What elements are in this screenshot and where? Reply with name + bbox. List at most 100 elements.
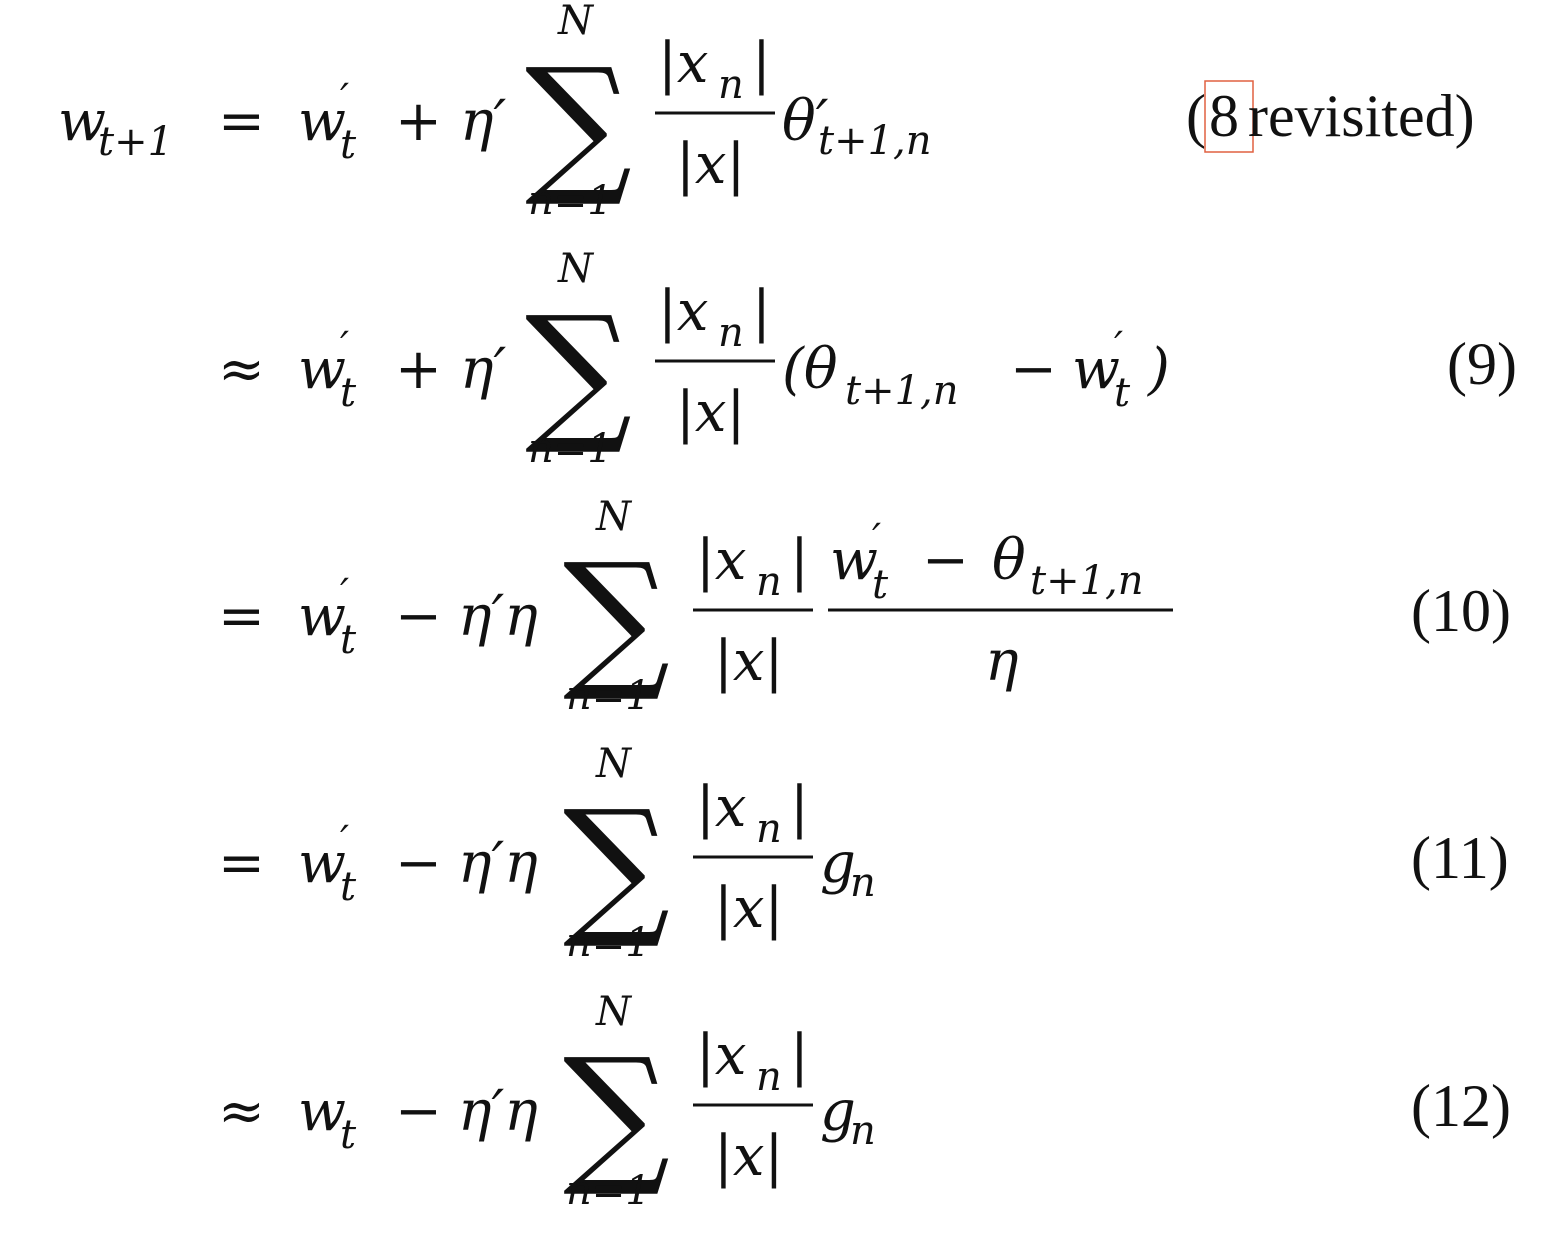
fraction-numerator-close: | <box>790 775 809 840</box>
prime-symbol: ′ <box>340 818 349 864</box>
subscript-t: t <box>340 864 357 910</box>
subscript-t: t <box>340 1112 357 1158</box>
fraction2-subscript-t: t <box>872 562 889 608</box>
coefficient: η′η <box>458 1079 538 1144</box>
summation-sign: ∑ <box>525 37 632 211</box>
coefficient: η′η <box>458 584 538 649</box>
fraction-numerator: |x <box>696 1023 746 1088</box>
minus-symbol: − <box>1010 337 1057 402</box>
sum-upper-limit: N <box>557 0 595 44</box>
sum-lower-limit: n=1 <box>566 673 651 719</box>
w-symbol: w <box>298 584 346 649</box>
sum-lower-limit: n=1 <box>528 426 613 472</box>
summation-sign: ∑ <box>563 1027 670 1201</box>
equation-label: (10) <box>1411 578 1511 644</box>
fraction-numerator-close: | <box>790 1023 809 1088</box>
sum-upper-limit: N <box>595 741 633 787</box>
operator-symbol: − <box>395 831 442 896</box>
equation-label: (12) <box>1411 1073 1511 1139</box>
fraction-numerator-close: | <box>752 279 771 344</box>
w-symbol: w <box>298 831 346 896</box>
lhs-w: w <box>58 89 106 154</box>
fraction-numerator: |x <box>696 775 746 840</box>
subscript-t: t <box>340 122 357 168</box>
equation-11: = w ′ t − η′η N ∑ n=1 |x n | |x| g n (11… <box>218 741 1509 966</box>
coefficient: η′ <box>460 337 507 402</box>
w-symbol: w <box>298 337 346 402</box>
fraction-denominator: |x| <box>714 1124 783 1189</box>
sum-lower-limit: n=1 <box>566 920 651 966</box>
prime-symbol-inner: ′ <box>1114 324 1123 370</box>
fraction-numerator-close: | <box>752 31 771 96</box>
w-symbol-inner: w <box>1072 337 1120 402</box>
fraction2-theta: θ <box>992 528 1026 593</box>
sum-upper-limit: N <box>557 246 595 292</box>
equation-9: ≈ w ′ t + η′ N ∑ n=1 |x n | |x| (θ t+1,n… <box>218 246 1517 472</box>
equation-label: (9) <box>1447 331 1517 397</box>
fraction-numerator: |x <box>658 279 708 344</box>
g-symbol: g <box>820 831 856 896</box>
fraction-numerator-subscript: n <box>756 1054 782 1100</box>
fraction2-theta-subscript: t+1,n <box>1030 558 1144 604</box>
lhs-subscript: t+1 <box>98 119 173 165</box>
operator-symbol: − <box>395 1079 442 1144</box>
operator-symbol: + <box>395 89 442 154</box>
summation-sign: ∑ <box>563 779 670 953</box>
subscript-t: t <box>340 617 357 663</box>
theta-prime: θ′ <box>782 89 829 154</box>
fraction2-minus: − <box>922 528 969 593</box>
fraction-denominator: |x| <box>676 380 745 445</box>
fraction2-denominator: η <box>985 629 1019 694</box>
fraction2-w: w <box>830 528 878 593</box>
fraction-denominator: |x| <box>714 629 783 694</box>
prime-symbol: ′ <box>340 571 349 617</box>
relation-symbol: = <box>218 831 265 896</box>
equation-8-revisited: w t+1 = w ′ t + η′ N ∑ n=1 |x n | |x| θ′… <box>58 0 1475 224</box>
g-subscript: n <box>850 1108 876 1154</box>
relation-symbol: = <box>218 89 265 154</box>
fraction-numerator: |x <box>696 528 746 593</box>
sum-lower-limit: n=1 <box>528 178 613 224</box>
fraction-numerator-subscript: n <box>756 559 782 605</box>
relation-symbol: ≈ <box>218 1079 265 1144</box>
prime-symbol: ′ <box>340 324 349 370</box>
fraction-numerator-subscript: n <box>718 62 744 108</box>
fraction-numerator-subscript: n <box>718 310 744 356</box>
g-subscript: n <box>850 860 876 906</box>
open-paren-theta: (θ <box>782 337 838 402</box>
equation-reference-link[interactable]: 8 <box>1209 83 1239 149</box>
w-symbol: w <box>298 1079 346 1144</box>
theta-subscript: t+1,n <box>845 368 959 414</box>
g-symbol: g <box>820 1079 856 1144</box>
subscript-t-inner: t <box>1114 370 1131 416</box>
equation-label-open: ( <box>1186 83 1206 149</box>
summation-sign: ∑ <box>525 285 632 459</box>
equation-label-rest: revisited) <box>1248 83 1475 149</box>
coefficient: η′η <box>458 831 538 896</box>
fraction-denominator: |x| <box>676 132 745 197</box>
fraction-numerator-close: | <box>790 528 809 593</box>
prime-symbol: ′ <box>340 76 349 122</box>
operator-symbol: + <box>395 337 442 402</box>
relation-symbol: = <box>218 584 265 649</box>
relation-symbol: ≈ <box>218 337 265 402</box>
close-paren: ) <box>1147 337 1170 402</box>
operator-symbol: − <box>395 584 442 649</box>
subscript-t: t <box>340 370 357 416</box>
equation-label: (11) <box>1411 825 1509 891</box>
fraction-numerator: |x <box>658 31 708 96</box>
equation-12: ≈ w t − η′η N ∑ n=1 |x n | |x| g n (12) <box>218 989 1511 1214</box>
equation-10: = w ′ t − η′η N ∑ n=1 |x n | |x| w ′ t −… <box>218 494 1511 719</box>
coefficient: η′ <box>460 89 507 154</box>
summation-sign: ∑ <box>563 532 670 706</box>
fraction2-prime: ′ <box>872 516 881 562</box>
fraction-denominator: |x| <box>714 876 783 941</box>
sum-lower-limit: n=1 <box>566 1168 651 1214</box>
theta-subscript: t+1,n <box>818 118 932 164</box>
sum-upper-limit: N <box>595 494 633 540</box>
equation-reference-box <box>1204 80 1254 153</box>
sum-upper-limit: N <box>595 989 633 1035</box>
w-symbol: w <box>298 89 346 154</box>
fraction-numerator-subscript: n <box>756 806 782 852</box>
